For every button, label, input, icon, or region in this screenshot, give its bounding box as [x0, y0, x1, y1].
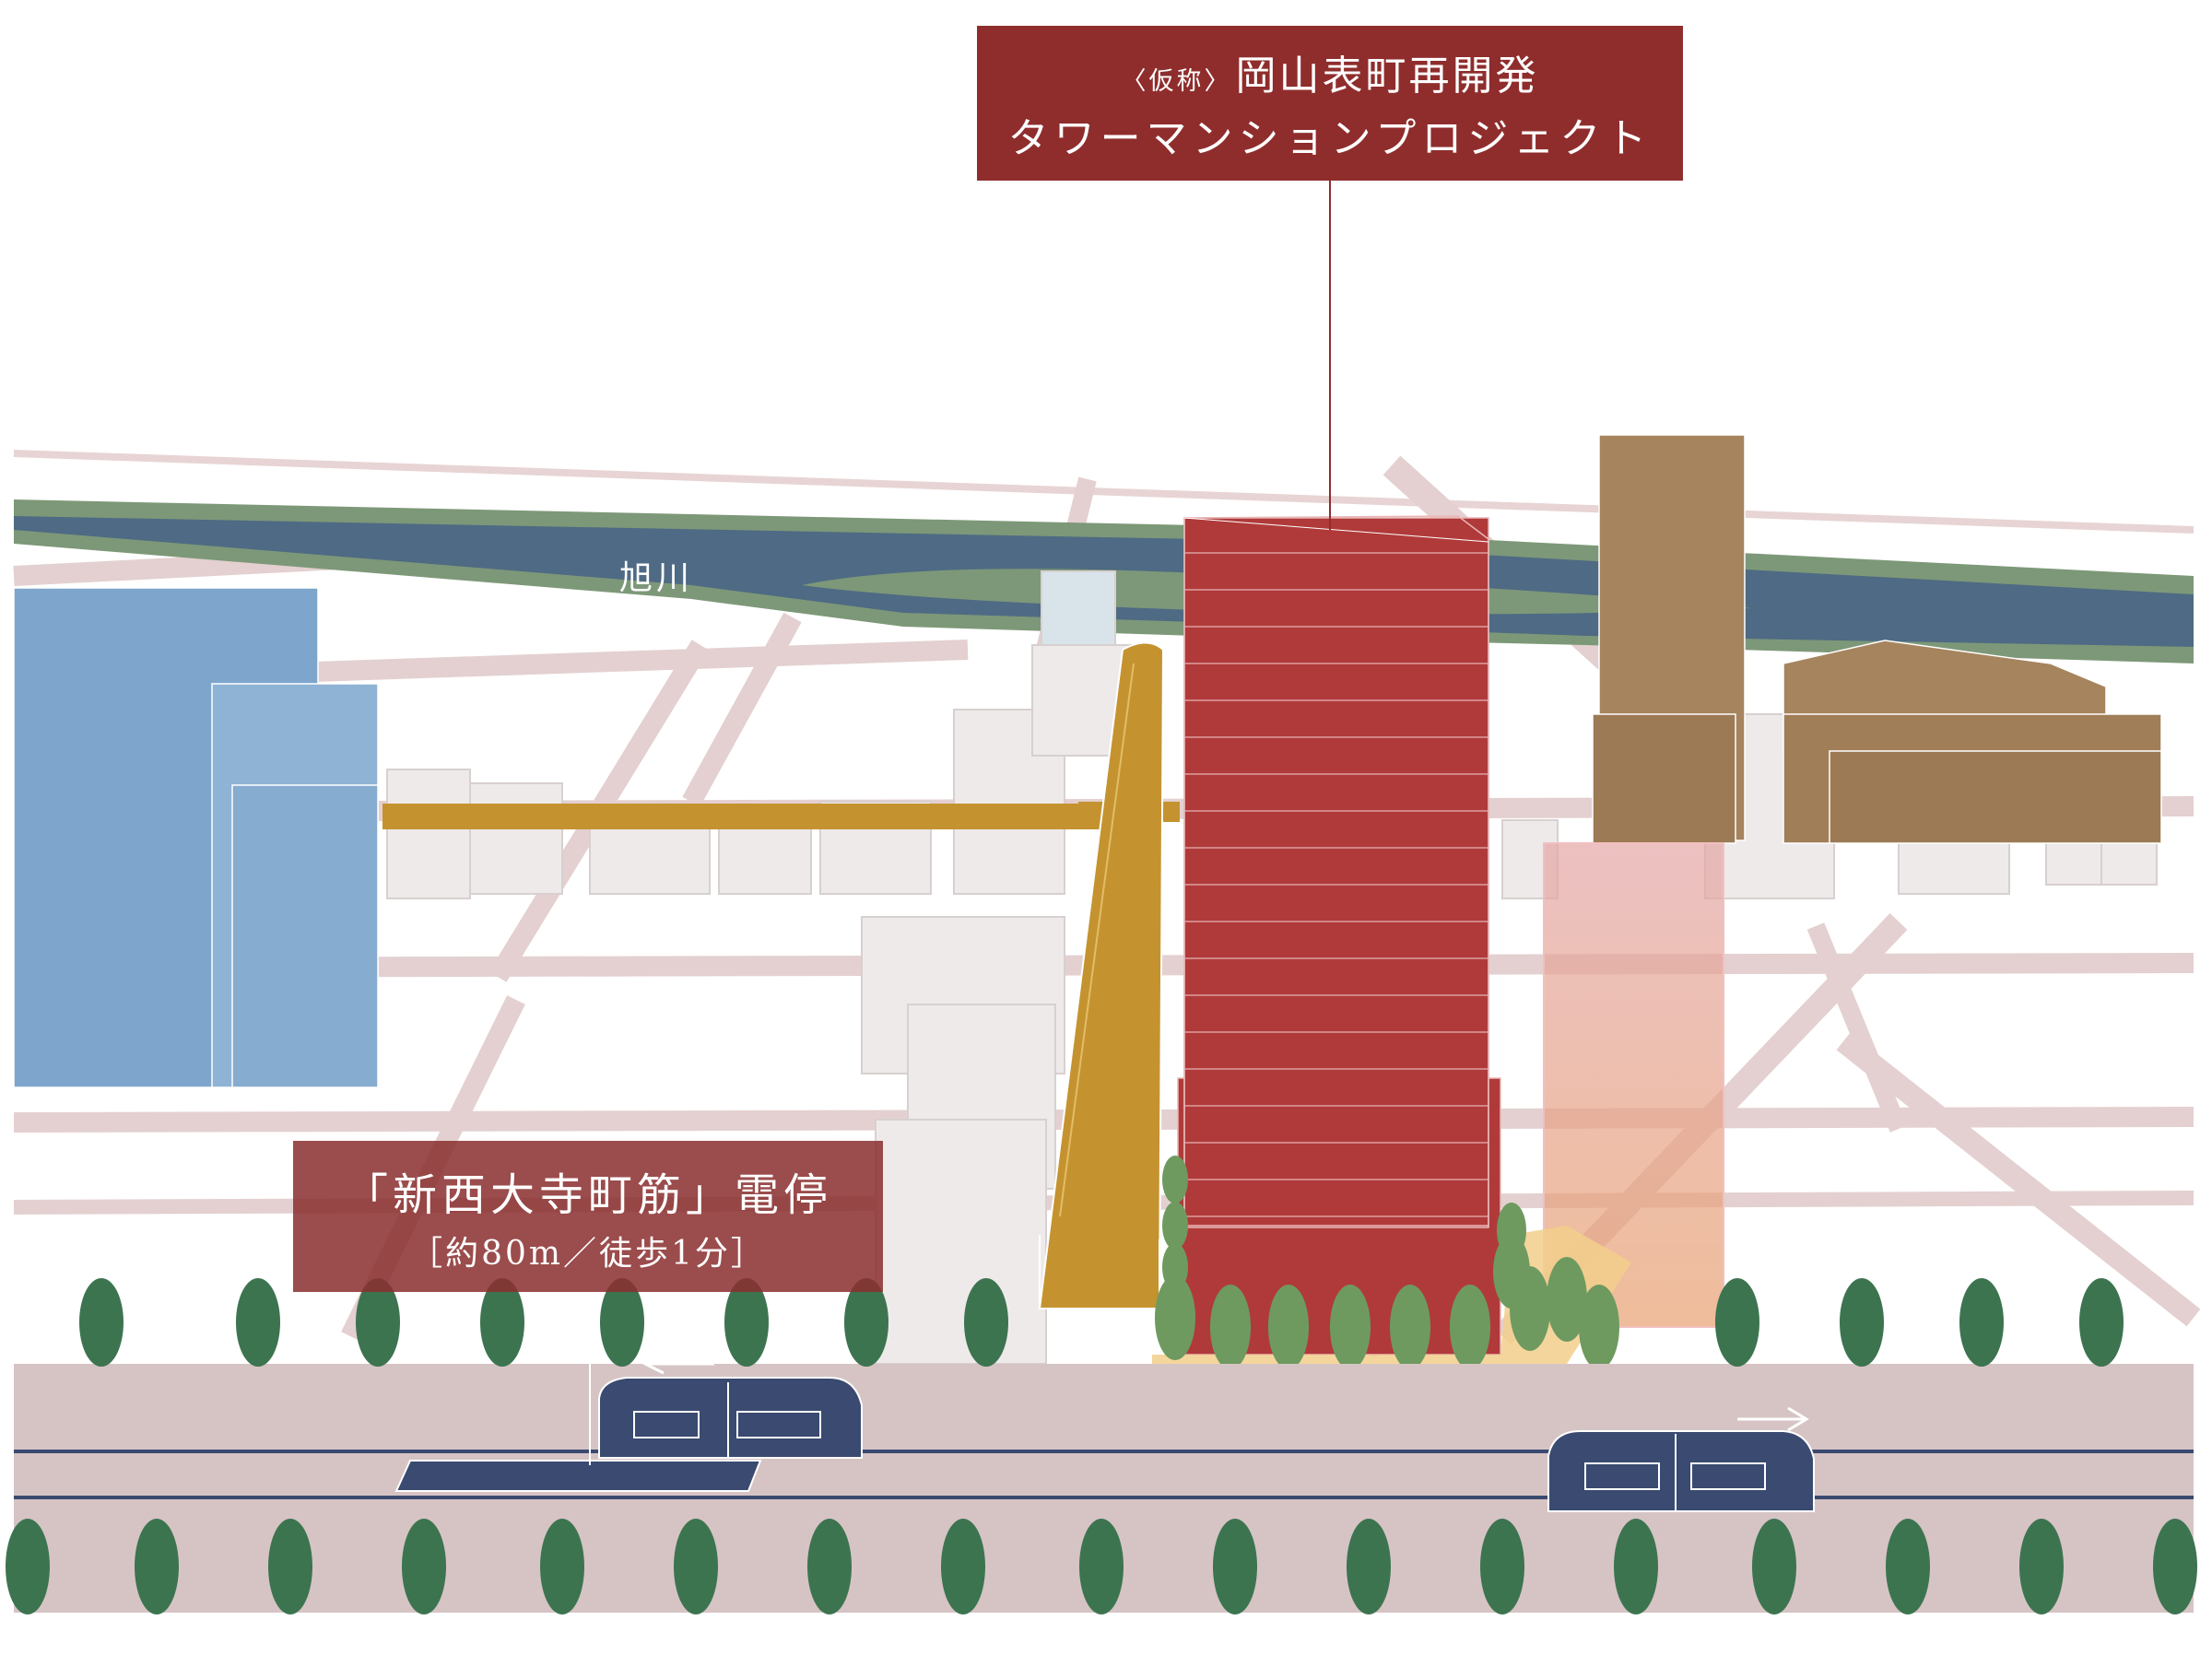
tram-icon: [1547, 1430, 1815, 1512]
station-label: 「新西大寺町筋」電停 ［約80m／徒歩1分］: [293, 1141, 883, 1292]
blue-office-building: [13, 587, 379, 1088]
river-label: 旭川: [619, 559, 694, 597]
direction-arrow-icon: [1737, 1406, 1809, 1432]
station-name: 「新西大寺町筋」電停: [343, 1169, 832, 1221]
project-subtitle: タワーマンションプロジェクト: [1007, 115, 1653, 162]
tree-icon: [6, 1519, 2197, 1614]
station-distance: ［約80m／徒歩1分］: [409, 1235, 767, 1273]
project-prefix: 〈仮称〉: [1121, 67, 1232, 96]
project-name-line: 〈仮称〉岡山表町再開発: [1122, 42, 1539, 101]
tram-icon: [598, 1377, 863, 1459]
shopping-arcade: [382, 641, 1180, 1309]
project-name: 岡山表町再開発: [1235, 53, 1539, 100]
direction-arrow-icon: [641, 1351, 714, 1375]
tree-icon: [79, 1278, 2124, 1367]
target-tower: [1177, 515, 1501, 1356]
site-trees: [1155, 1156, 1619, 1369]
project-label: 〈仮称〉岡山表町再開発 タワーマンションプロジェクト: [977, 26, 1683, 181]
tram-platform: [394, 1460, 762, 1492]
